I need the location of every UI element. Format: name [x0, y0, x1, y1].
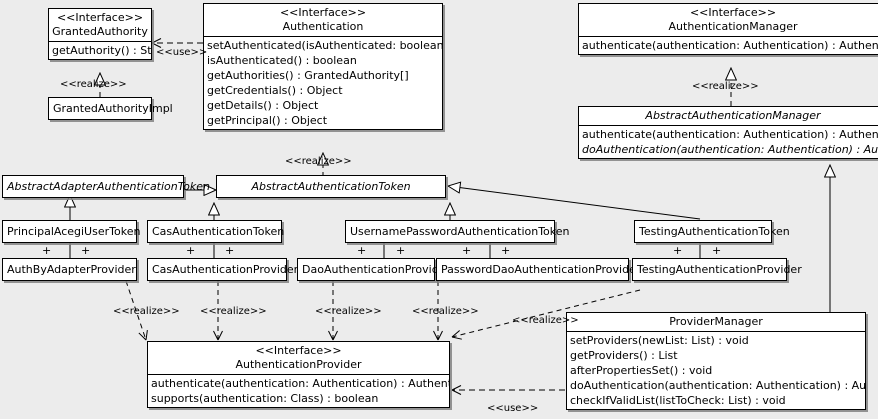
- class-box-abstract-adapter-authentication-token[interactable]: AbstractAdapterAuthenticationToken: [2, 175, 210, 198]
- operation-row: getAuthorities() : GrantedAuthority[]: [207, 69, 409, 82]
- class-name-label: AbstractAdapterAuthenticationToken: [7, 180, 210, 193]
- class-name-label: PrincipalAcegiUserToken: [7, 225, 141, 238]
- compartment-divider: [579, 36, 878, 37]
- class-name-label: AbstractAuthenticationManager: [645, 109, 821, 122]
- class-header-abstract-authentication-manager: AbstractAuthenticationManager: [579, 107, 878, 125]
- class-box-provider-manager[interactable]: ProviderManager setProviders(newList: Li…: [566, 312, 866, 410]
- operation-row: setAuthenticated(isAuthenticated: boolea…: [207, 39, 442, 52]
- operations-compartment: authenticate(authentication: Authenticat…: [148, 375, 449, 407]
- class-box-testing-authentication-token[interactable]: TestingAuthenticationToken: [634, 220, 790, 243]
- relationship-label-realize-testing: <<realize>>: [512, 315, 579, 326]
- class-header-provider-manager: ProviderManager: [567, 313, 865, 331]
- class-name-label: AuthenticationManager: [668, 20, 798, 33]
- operation-row: doAuthentication(authentication: Authent…: [570, 379, 865, 392]
- class-header-authentication-manager: <<Interface>> AuthenticationManager: [579, 4, 878, 36]
- operation-row: setProviders(newList: List) : void: [570, 334, 749, 347]
- operation-row: getPrincipal() : Object: [207, 114, 328, 127]
- class-name-label: GrantedAuthorityImpl: [53, 102, 173, 115]
- class-box-username-password-authentication-token[interactable]: UsernamePasswordAuthenticationToken: [345, 220, 570, 243]
- association-multiplicity: +: [81, 244, 91, 257]
- class-name-label: Authentication: [282, 20, 364, 33]
- class-name-label: TestingAuthenticationProvider: [637, 263, 802, 276]
- compartment-divider: [204, 36, 442, 37]
- relationship-label-realize-authentication-manager: <<realize>>: [692, 81, 759, 92]
- class-name-label: DaoAuthenticationProvider: [302, 263, 450, 276]
- operation-row: authenticate(authentication: Authenticat…: [582, 128, 878, 141]
- association-multiplicity: +: [357, 244, 367, 257]
- compartment-divider: [579, 125, 878, 126]
- relationship-label-realize-password-dao: <<realize>>: [412, 306, 479, 317]
- class-name-label: GrantedAuthority: [52, 25, 148, 38]
- operations-compartment: authenticate(authentication: Authenticat…: [579, 37, 878, 54]
- operation-row: getCredentials() : Object: [207, 84, 343, 97]
- stereotype-label: <<Interface>>: [689, 6, 777, 19]
- class-name-label: PasswordDaoAuthenticationProvider: [441, 263, 641, 276]
- association-multiplicity: +: [396, 244, 406, 257]
- operation-row: supports(authentication: Class) : boolea…: [151, 392, 379, 405]
- relationship-label-realize-granted-authority-impl: <<realize>>: [60, 79, 127, 90]
- stereotype-label: <<Interface>>: [56, 11, 144, 24]
- compartment-divider: [49, 41, 151, 42]
- class-box-cas-authentication-provider[interactable]: CasAuthenticationProvider: [147, 258, 299, 281]
- association-multiplicity: +: [712, 244, 722, 257]
- compartment-divider: [567, 331, 865, 332]
- relationship-label-realize-auth-by-adapter: <<realize>>: [113, 306, 180, 317]
- class-header-granted-authority: <<Interface>> GrantedAuthority: [49, 9, 151, 41]
- class-box-abstract-authentication-token[interactable]: AbstractAuthenticationToken: [216, 175, 446, 198]
- class-box-dao-authentication-provider[interactable]: DaoAuthenticationProvider: [297, 258, 450, 281]
- operations-compartment: getAuthority() : String: [49, 42, 151, 59]
- association-multiplicity: +: [462, 244, 472, 257]
- operation-row: doAuthentication(authentication: Authent…: [582, 143, 878, 156]
- operation-row: checkIfValidList(listToCheck: List) : vo…: [570, 394, 786, 407]
- association-multiplicity: +: [186, 244, 196, 257]
- class-name-label: AbstractAuthenticationToken: [251, 180, 411, 193]
- relationship-label-use-granted-authority: <<use>>: [156, 47, 208, 58]
- relationship-label-realize-cas: <<realize>>: [200, 306, 267, 317]
- class-box-testing-authentication-provider[interactable]: TestingAuthenticationProvider: [632, 258, 802, 281]
- operations-compartment: setAuthenticated(isAuthenticated: boolea…: [204, 37, 442, 129]
- association-multiplicity: +: [42, 244, 52, 257]
- class-box-auth-by-adapter-provider[interactable]: AuthByAdapterProvider: [2, 258, 137, 281]
- class-name-label: AuthByAdapterProvider: [7, 263, 136, 276]
- class-header-authentication: <<Interface>> Authentication: [204, 4, 442, 36]
- operation-row: afterPropertiesSet() : void: [570, 364, 713, 377]
- association-multiplicity: +: [673, 244, 683, 257]
- association-multiplicity: +: [501, 244, 511, 257]
- class-name-label: TestingAuthenticationToken: [639, 225, 790, 238]
- operation-row: getDetails() : Object: [207, 99, 319, 112]
- class-header-authentication-provider: <<Interface>> AuthenticationProvider: [148, 342, 449, 374]
- stereotype-label: <<Interface>>: [255, 344, 342, 357]
- class-box-granted-authority-impl[interactable]: GrantedAuthorityImpl: [48, 97, 173, 120]
- class-box-authentication-provider[interactable]: <<Interface>> AuthenticationProvider aut…: [147, 341, 450, 408]
- class-box-password-dao-authentication-provider[interactable]: PasswordDaoAuthenticationProvider: [436, 258, 641, 281]
- class-box-authentication-manager[interactable]: <<Interface>> AuthenticationManager auth…: [578, 3, 878, 55]
- relationship-label-use-provider-manager: <<use>>: [487, 403, 539, 414]
- operation-row: authenticate(authentication: Authenticat…: [151, 377, 449, 390]
- class-name-label: CasAuthenticationToken: [152, 225, 285, 238]
- class-box-principal-acegi-user-token[interactable]: PrincipalAcegiUserToken: [2, 220, 141, 243]
- operation-row: authenticate(authentication: Authenticat…: [582, 39, 878, 52]
- compartment-divider: [148, 374, 449, 375]
- class-box-authentication[interactable]: <<Interface>> Authentication setAuthenti…: [203, 3, 443, 130]
- class-name-label: ProviderManager: [669, 315, 763, 328]
- operations-compartment: authenticate(authentication: Authenticat…: [579, 126, 878, 158]
- operation-row: getAuthority() : String: [52, 44, 151, 57]
- operations-compartment: setProviders(newList: List) : void getPr…: [567, 332, 865, 409]
- class-box-granted-authority[interactable]: <<Interface>> GrantedAuthority getAuthor…: [48, 8, 152, 60]
- class-box-cas-authentication-token[interactable]: CasAuthenticationToken: [147, 220, 285, 243]
- class-name-label: UsernamePasswordAuthenticationToken: [350, 225, 570, 238]
- stereotype-label: <<Interface>>: [279, 6, 367, 19]
- relationship-label-realize-abstract-authentication-token: <<realize>>: [285, 156, 352, 167]
- operation-row: getProviders() : List: [570, 349, 678, 362]
- class-name-label: CasAuthenticationProvider: [152, 263, 299, 276]
- class-name-label: AuthenticationProvider: [235, 358, 362, 371]
- relationship-label-realize-dao: <<realize>>: [315, 306, 382, 317]
- class-box-abstract-authentication-manager[interactable]: AbstractAuthenticationManager authentica…: [578, 106, 878, 159]
- association-multiplicity: +: [225, 244, 235, 257]
- operation-row: isAuthenticated() : boolean: [207, 54, 357, 67]
